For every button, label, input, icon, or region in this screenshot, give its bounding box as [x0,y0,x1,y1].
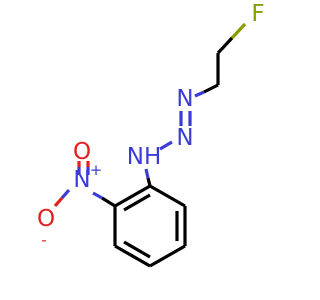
ring-inner-3 [123,193,151,212]
charge-minus: - [41,231,46,249]
bond-ch2-n [203,83,219,94]
ring-bond-1 [149,184,186,208]
bond-ring-nitro-blue [92,191,103,200]
atom-nitro-n: N [73,167,90,193]
bond-nh-ring [144,168,150,179]
ring-bond-4 [114,244,151,268]
ring-inner-2 [123,240,151,259]
bond-f-ch2 [230,22,247,40]
atom-amine: NH [127,144,162,170]
atom-azo-n1: N [176,86,193,112]
atom-nitro-o-left: O [37,206,55,232]
atom-nitro-o-top: O [73,139,91,165]
bond-nh-ring-black [146,177,152,187]
ring-bond-3 [149,244,186,268]
ring-bond-6 [114,184,151,208]
bond-f-ch2-black [216,36,234,55]
bond-no-left [60,188,71,200]
bond-no-left-red [53,196,64,208]
atom-azo-n2: N [176,125,193,151]
bond-ring-nitro [101,196,116,208]
structure-drawing: F N N NH N + O O - [37,1,265,268]
atom-fluorine: F [251,1,264,27]
bond-n-nh [159,140,173,151]
bond-ch2-n-blue [194,90,205,98]
charge-plus: + [90,161,103,179]
